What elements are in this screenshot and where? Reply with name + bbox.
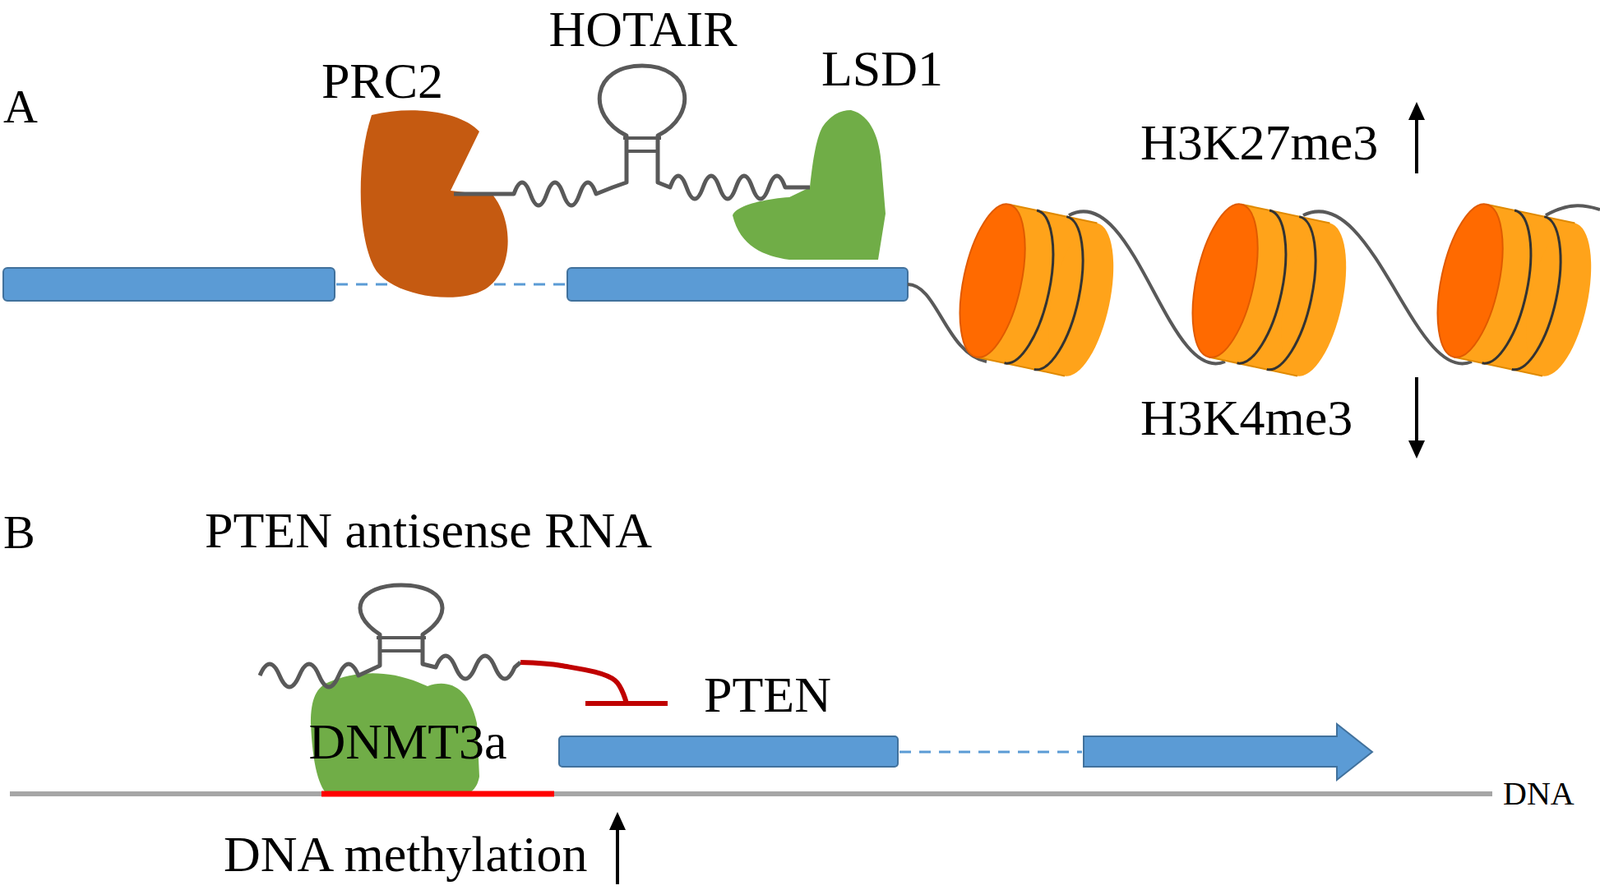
nucleosome-face [1425, 198, 1515, 363]
exon-bar [3, 268, 335, 301]
nucleosome [1425, 198, 1600, 382]
arrow-head [1408, 440, 1425, 459]
lncrna-strand [453, 65, 810, 206]
lsd1-protein [732, 110, 886, 260]
exon-bar [559, 736, 898, 768]
increase-arrow [1415, 116, 1419, 174]
antisense-rna: PTEN antisense RNA [204, 501, 653, 663]
nucleosome-face [1180, 198, 1270, 363]
nucleosome-face [947, 198, 1037, 363]
intron-line [899, 751, 1083, 754]
nucleosome [1180, 198, 1359, 382]
panel-letter: B [3, 505, 36, 561]
node-text: LSD1 [821, 39, 944, 98]
arrow-head [609, 812, 626, 831]
increase-arrow [615, 827, 620, 885]
nucleosome [947, 198, 1126, 382]
gene-label: PTEN [628, 665, 832, 725]
stem-pairing [623, 138, 662, 152]
node-text: PTEN [703, 665, 832, 725]
dna-label: DNA [1502, 775, 1575, 814]
exon-bar [567, 268, 908, 301]
node-text: PRC2 [321, 51, 444, 111]
panel-letter: A [3, 79, 38, 135]
histone-mark: H3K4me3 [1140, 388, 1353, 448]
prc2-protein [360, 110, 509, 298]
histone-mark: H3K27me3 [1140, 113, 1379, 172]
annotation: DNA methylation [223, 825, 588, 884]
protein-label: DNMT3a [308, 712, 507, 772]
node-text: HOTAIR [548, 0, 737, 59]
inhibition-connector [520, 662, 668, 704]
stem-pairing [376, 638, 426, 652]
protein-label: PRC2 [321, 51, 444, 111]
gene-arrow [1083, 724, 1373, 781]
decrease-arrow [1415, 377, 1419, 444]
dna-line [9, 791, 1493, 797]
lncrna-label: HOTAIR [548, 0, 737, 59]
protein-label: LSD1 [821, 39, 944, 98]
node-text: DNMT3a [308, 712, 507, 772]
node-text: PTEN antisense RNA [204, 501, 653, 560]
arrow-head [1408, 101, 1425, 121]
antisense-strand [259, 585, 521, 688]
methylated-region [321, 791, 555, 798]
